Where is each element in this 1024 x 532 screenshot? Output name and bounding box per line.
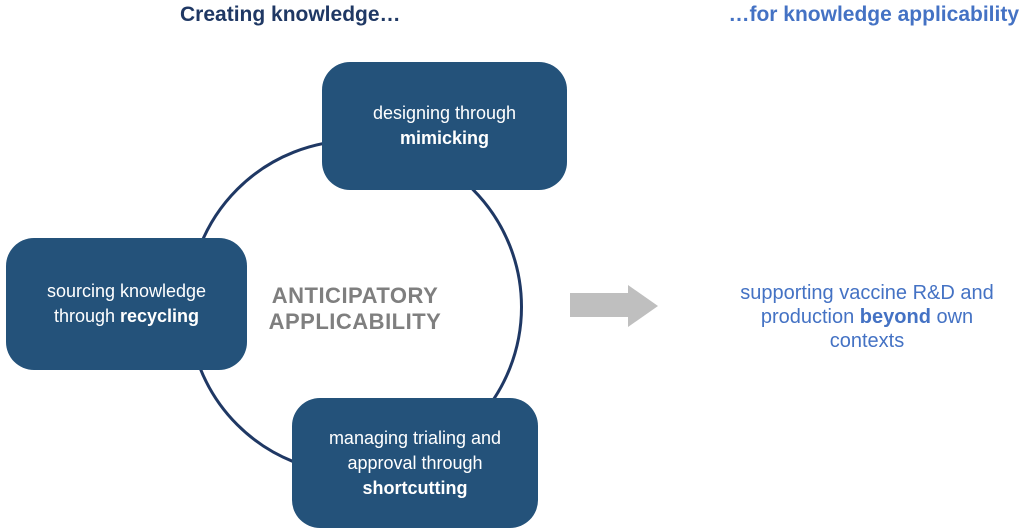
node-left-line2-prefix: through — [53, 306, 120, 326]
node-left-line2: through recycling — [16, 304, 237, 329]
outcome-line3: contexts — [717, 329, 1017, 353]
outcome-line1-text: supporting vaccine R&D and — [740, 282, 994, 304]
outcome-line2: production beyond own — [717, 305, 1017, 329]
node-left-bold-text: recycling — [120, 306, 200, 326]
node-bottom-bold-text: shortcutting — [362, 477, 468, 498]
outcome-line1: supporting vaccine R&D and — [717, 281, 1017, 305]
node-top-text: designing through — [372, 103, 517, 123]
node-sourcing-recycling: sourcing knowledge through recycling — [6, 238, 247, 370]
node-bottom-line3: shortcutting — [302, 476, 528, 501]
arrow-right-icon — [570, 285, 658, 327]
node-left-line1: sourcing knowledge — [16, 279, 237, 304]
outcome-text: supporting vaccine R&D and production be… — [717, 281, 1017, 353]
node-bottom-text2: approval through — [347, 452, 483, 473]
node-managing-shortcutting: managing trialing and approval through s… — [292, 398, 538, 528]
node-bottom-text1: managing trialing and — [328, 427, 502, 448]
outcome-line3-text: contexts — [829, 330, 905, 352]
outcome-line2-suffix: own — [930, 306, 974, 328]
arrow-right-shape — [570, 285, 658, 327]
center-label-line1: ANTICIPATORY — [271, 283, 439, 308]
node-designing-mimicking: designing through mimicking — [322, 62, 567, 190]
header-creating-knowledge: Creating knowledge… — [180, 3, 401, 26]
center-label: ANTICIPATORY APPLICABILITY — [255, 283, 455, 335]
node-bottom-line1: managing trialing and — [302, 426, 528, 451]
node-top-line2: mimicking — [332, 126, 557, 151]
node-top-line1: designing through — [332, 101, 557, 126]
node-bottom-line2: approval through — [302, 451, 528, 476]
node-top-bold-text: mimicking — [399, 128, 490, 148]
node-left-text: sourcing knowledge — [46, 281, 207, 301]
header-knowledge-applicability: …for knowledge applicability — [728, 3, 1019, 26]
outcome-line2-bold: beyond — [859, 306, 931, 328]
center-label-line2: APPLICABILITY — [268, 309, 442, 334]
outcome-line2-prefix: production — [760, 306, 860, 328]
